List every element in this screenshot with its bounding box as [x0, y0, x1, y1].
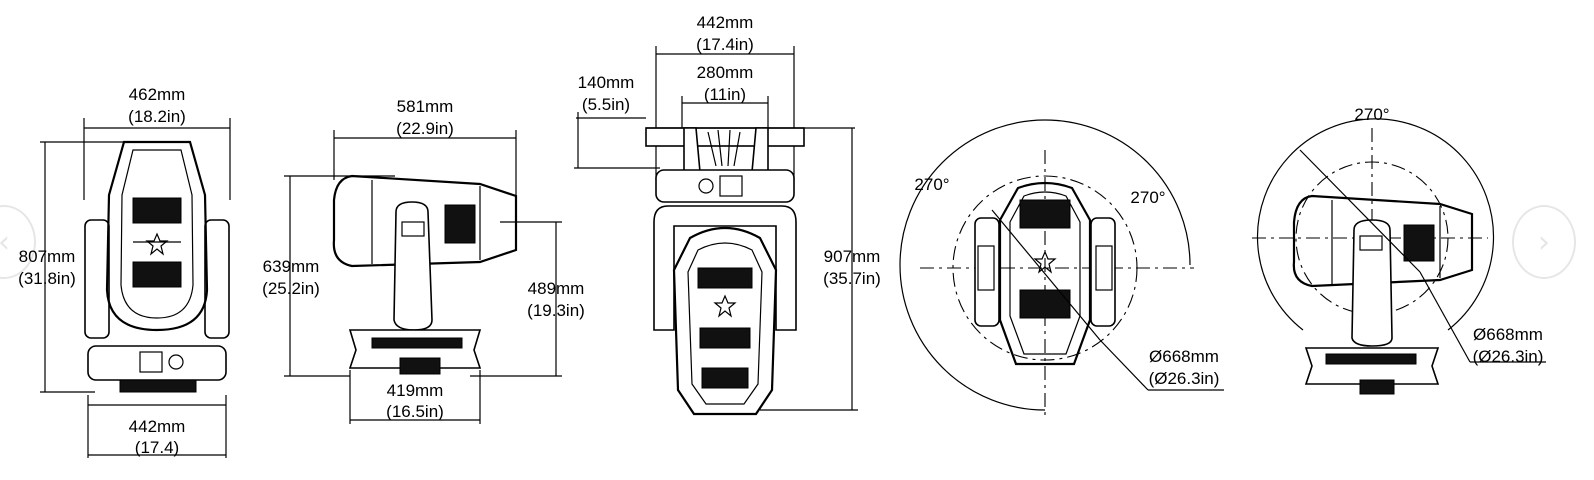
side2-angle: 270° [1354, 105, 1389, 124]
side-view: 581mm (22.9in) 639mm (25.2in) 489mm (19.… [262, 97, 585, 424]
rotation-front-view: 270° 270° Ø668mm (Ø26.3in) [899, 119, 1224, 416]
round-diam-mm: Ø668mm [1149, 347, 1219, 366]
top-280-in: (11in) [704, 85, 746, 104]
logo-star-icon [713, 294, 737, 318]
side-top-mm: 581mm [397, 97, 454, 116]
side-right-mm: 489mm [528, 279, 585, 298]
chevron-right-icon: › [1538, 224, 1550, 260]
front-width-mm: 462mm [129, 85, 186, 104]
side-right-in: (19.3in) [527, 301, 585, 320]
side-base-in: (16.5in) [386, 402, 444, 421]
top-907-in: (35.7in) [823, 269, 881, 288]
top-280-mm: 280mm [697, 63, 754, 82]
side-base-mm: 419mm [387, 381, 444, 400]
rotation-arc-side [1256, 118, 1495, 331]
front-base-in: (17.4) [135, 438, 179, 457]
top-907-mm: 907mm [824, 247, 881, 266]
round-angle-left: 270° [914, 175, 949, 194]
front-base-mm: 442mm [129, 417, 186, 436]
rotation-arc-outer [899, 119, 1191, 411]
hanging-view: 442mm (17.4in) 280mm (11in) 140mm (5.5in… [574, 13, 881, 416]
side-left-in: (25.2in) [262, 279, 320, 298]
top-140-mm: 140mm [578, 73, 635, 92]
top-442-mm: 442mm [697, 13, 754, 32]
top-442-in: (17.4in) [696, 35, 754, 54]
front-view: 462mm (18.2in) 807mm (31.8in) 442mm (17.… [18, 85, 231, 458]
front-width-in: (18.2in) [128, 107, 186, 126]
front-height-mm: 807mm [19, 247, 76, 266]
front-height-in: (31.8in) [18, 269, 76, 288]
chevron-left-icon: ‹ [0, 225, 10, 260]
logo-star-icon [1033, 250, 1057, 274]
side-top-in: (22.9in) [396, 119, 454, 138]
rotation-side-view: 270° Ø668mm (Ø26.3in) [1252, 105, 1546, 395]
logo-star-icon [145, 232, 169, 256]
side2-diam-in: (Ø26.3in) [1473, 347, 1544, 366]
side-left-mm: 639mm [263, 257, 320, 276]
next-slide-button[interactable]: › [1512, 205, 1576, 279]
round-angle-right: 270° [1130, 188, 1165, 207]
side2-diam-mm: Ø668mm [1473, 325, 1543, 344]
round-diam-in: (Ø26.3in) [1149, 369, 1220, 388]
top-140-in: (5.5in) [582, 95, 630, 114]
